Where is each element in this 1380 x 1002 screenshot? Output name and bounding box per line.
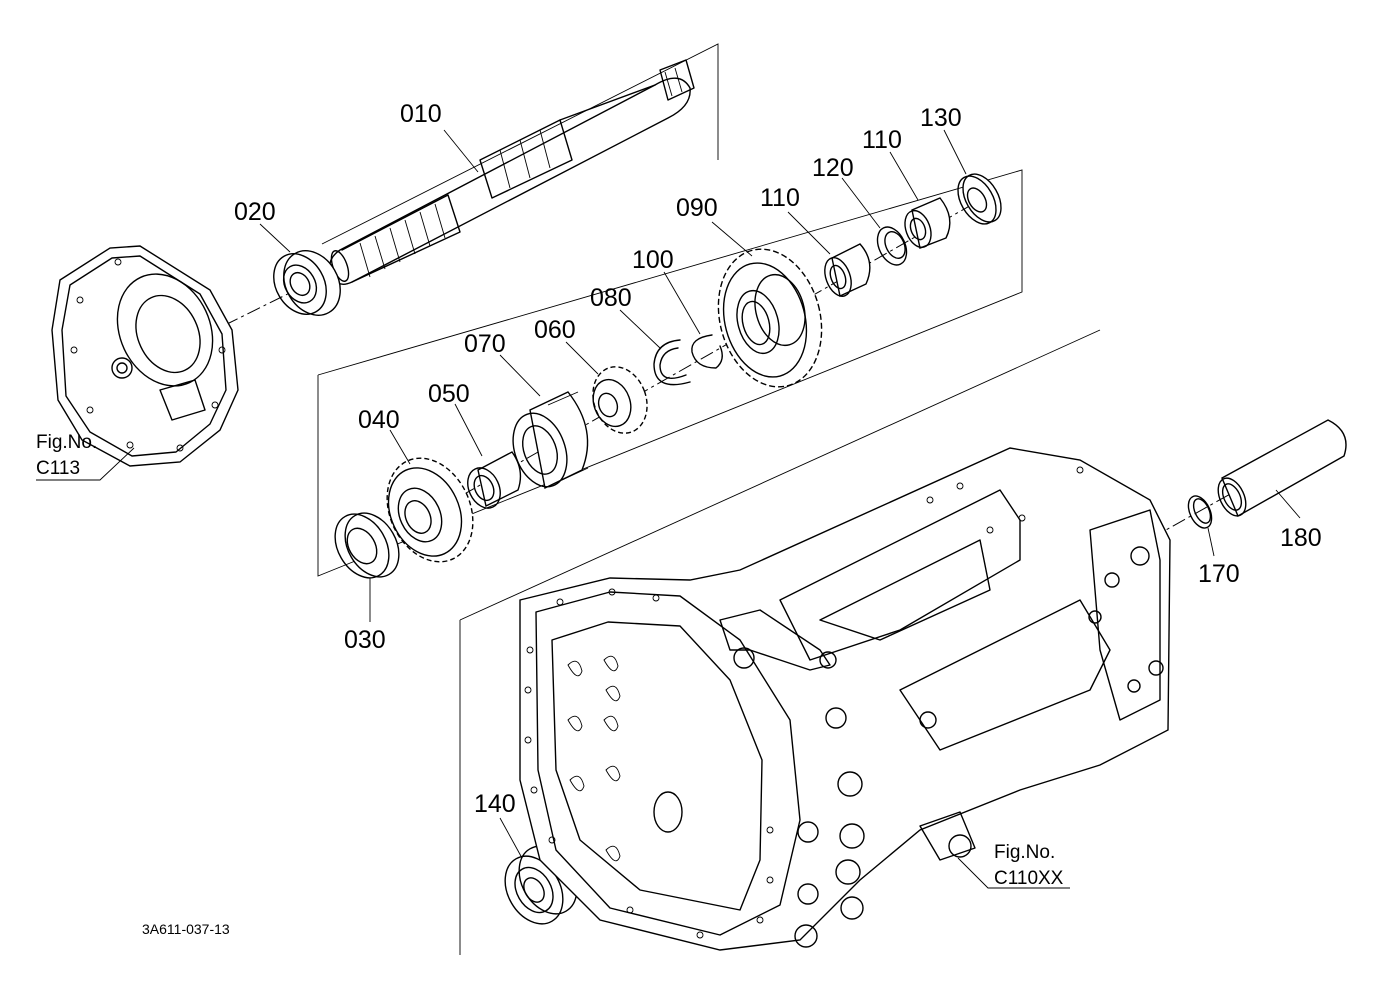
label-130: 130 bbox=[920, 104, 962, 132]
gear-040 bbox=[386, 457, 474, 563]
snap-ring-170 bbox=[1187, 495, 1213, 529]
gear-060 bbox=[592, 366, 648, 434]
ref-c110xx-line2: C110XX bbox=[994, 868, 1064, 889]
shaft-group-frame bbox=[317, 43, 1101, 955]
washer-130 bbox=[957, 173, 1002, 225]
label-070: 070 bbox=[464, 330, 506, 358]
label-090: 090 bbox=[676, 194, 718, 222]
bearing-110a bbox=[824, 243, 871, 298]
label-100: 100 bbox=[632, 246, 674, 274]
label-050: 050 bbox=[428, 380, 470, 408]
gear-090 bbox=[717, 248, 823, 388]
label-080: 080 bbox=[590, 284, 632, 312]
label-120: 120 bbox=[812, 154, 854, 182]
ref-c113-line1: Fig.No. bbox=[36, 432, 97, 453]
label-110-a: 110 bbox=[760, 184, 800, 212]
label-110-b: 110 bbox=[862, 126, 902, 154]
diagram-code: 3A611-037-13 bbox=[142, 921, 230, 937]
part-labels: 010 020 030 040 050 060 070 080 090 100 … bbox=[234, 100, 1322, 818]
label-060: 060 bbox=[534, 316, 576, 344]
bearing-110b bbox=[904, 197, 951, 249]
label-030: 030 bbox=[344, 626, 386, 654]
leader-lines bbox=[36, 129, 1301, 889]
ref-c110xx-line1: Fig.No. bbox=[994, 842, 1055, 863]
figure-references: Fig.No. C113 Fig.No. C110XX bbox=[36, 432, 1064, 889]
label-040: 040 bbox=[358, 406, 400, 434]
label-180: 180 bbox=[1280, 524, 1322, 552]
hub-070 bbox=[512, 391, 589, 490]
pipe-180 bbox=[1217, 419, 1347, 517]
label-020: 020 bbox=[234, 198, 276, 226]
label-140: 140 bbox=[474, 790, 516, 818]
label-010: 010 bbox=[400, 100, 442, 128]
label-170: 170 bbox=[1198, 560, 1240, 588]
bearing-050 bbox=[467, 451, 522, 509]
snap-ring-100 bbox=[691, 334, 723, 369]
washer-120 bbox=[876, 226, 908, 266]
collar-030 bbox=[334, 512, 400, 579]
snap-ring-080 bbox=[653, 339, 691, 386]
ref-c113-line2: C113 bbox=[36, 458, 80, 479]
clutch-housing bbox=[51, 245, 239, 467]
transmission-case bbox=[519, 447, 1171, 951]
bearing-020 bbox=[273, 250, 341, 316]
